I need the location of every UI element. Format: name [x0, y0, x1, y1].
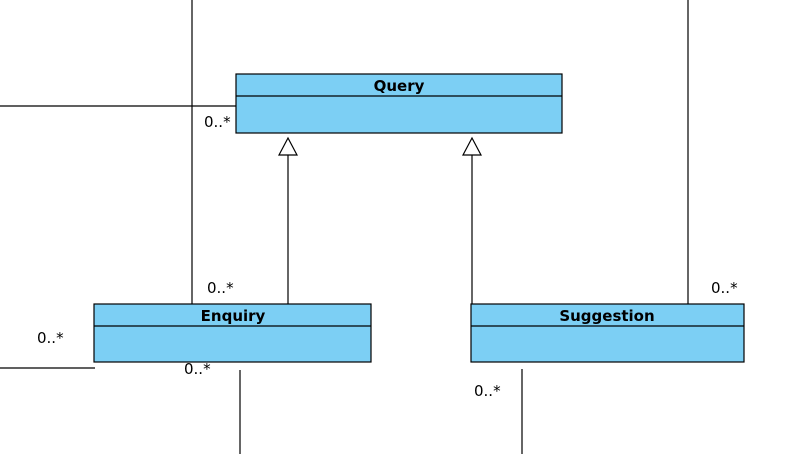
class-query[interactable]: Query — [235, 73, 563, 134]
generalization-suggestion-query[interactable] — [462, 136, 482, 305]
multiplicity-suggestion-top: 0..* — [711, 279, 738, 297]
inheritance-arrowhead-icon — [278, 136, 298, 156]
generalization-enquiry-query[interactable] — [278, 136, 298, 305]
class-suggestion-box — [470, 303, 745, 363]
class-enquiry-name: Enquiry — [201, 307, 266, 325]
inheritance-arrowhead-icon — [462, 136, 482, 156]
multiplicity-enquiry-left: 0..* — [37, 329, 64, 347]
class-query-box — [235, 73, 563, 134]
class-query-name: Query — [374, 77, 425, 95]
multiplicity-enquiry-top: 0..* — [207, 279, 234, 297]
class-suggestion[interactable]: Suggestion — [470, 303, 745, 363]
class-enquiry-box — [93, 303, 372, 363]
class-enquiry[interactable]: Enquiry — [93, 303, 372, 363]
class-suggestion-name: Suggestion — [559, 307, 654, 325]
multiplicity-enquiry-bottom: 0..* — [184, 360, 211, 378]
multiplicity-suggestion-bottom: 0..* — [474, 382, 501, 400]
multiplicity-query-left: 0..* — [204, 113, 231, 131]
